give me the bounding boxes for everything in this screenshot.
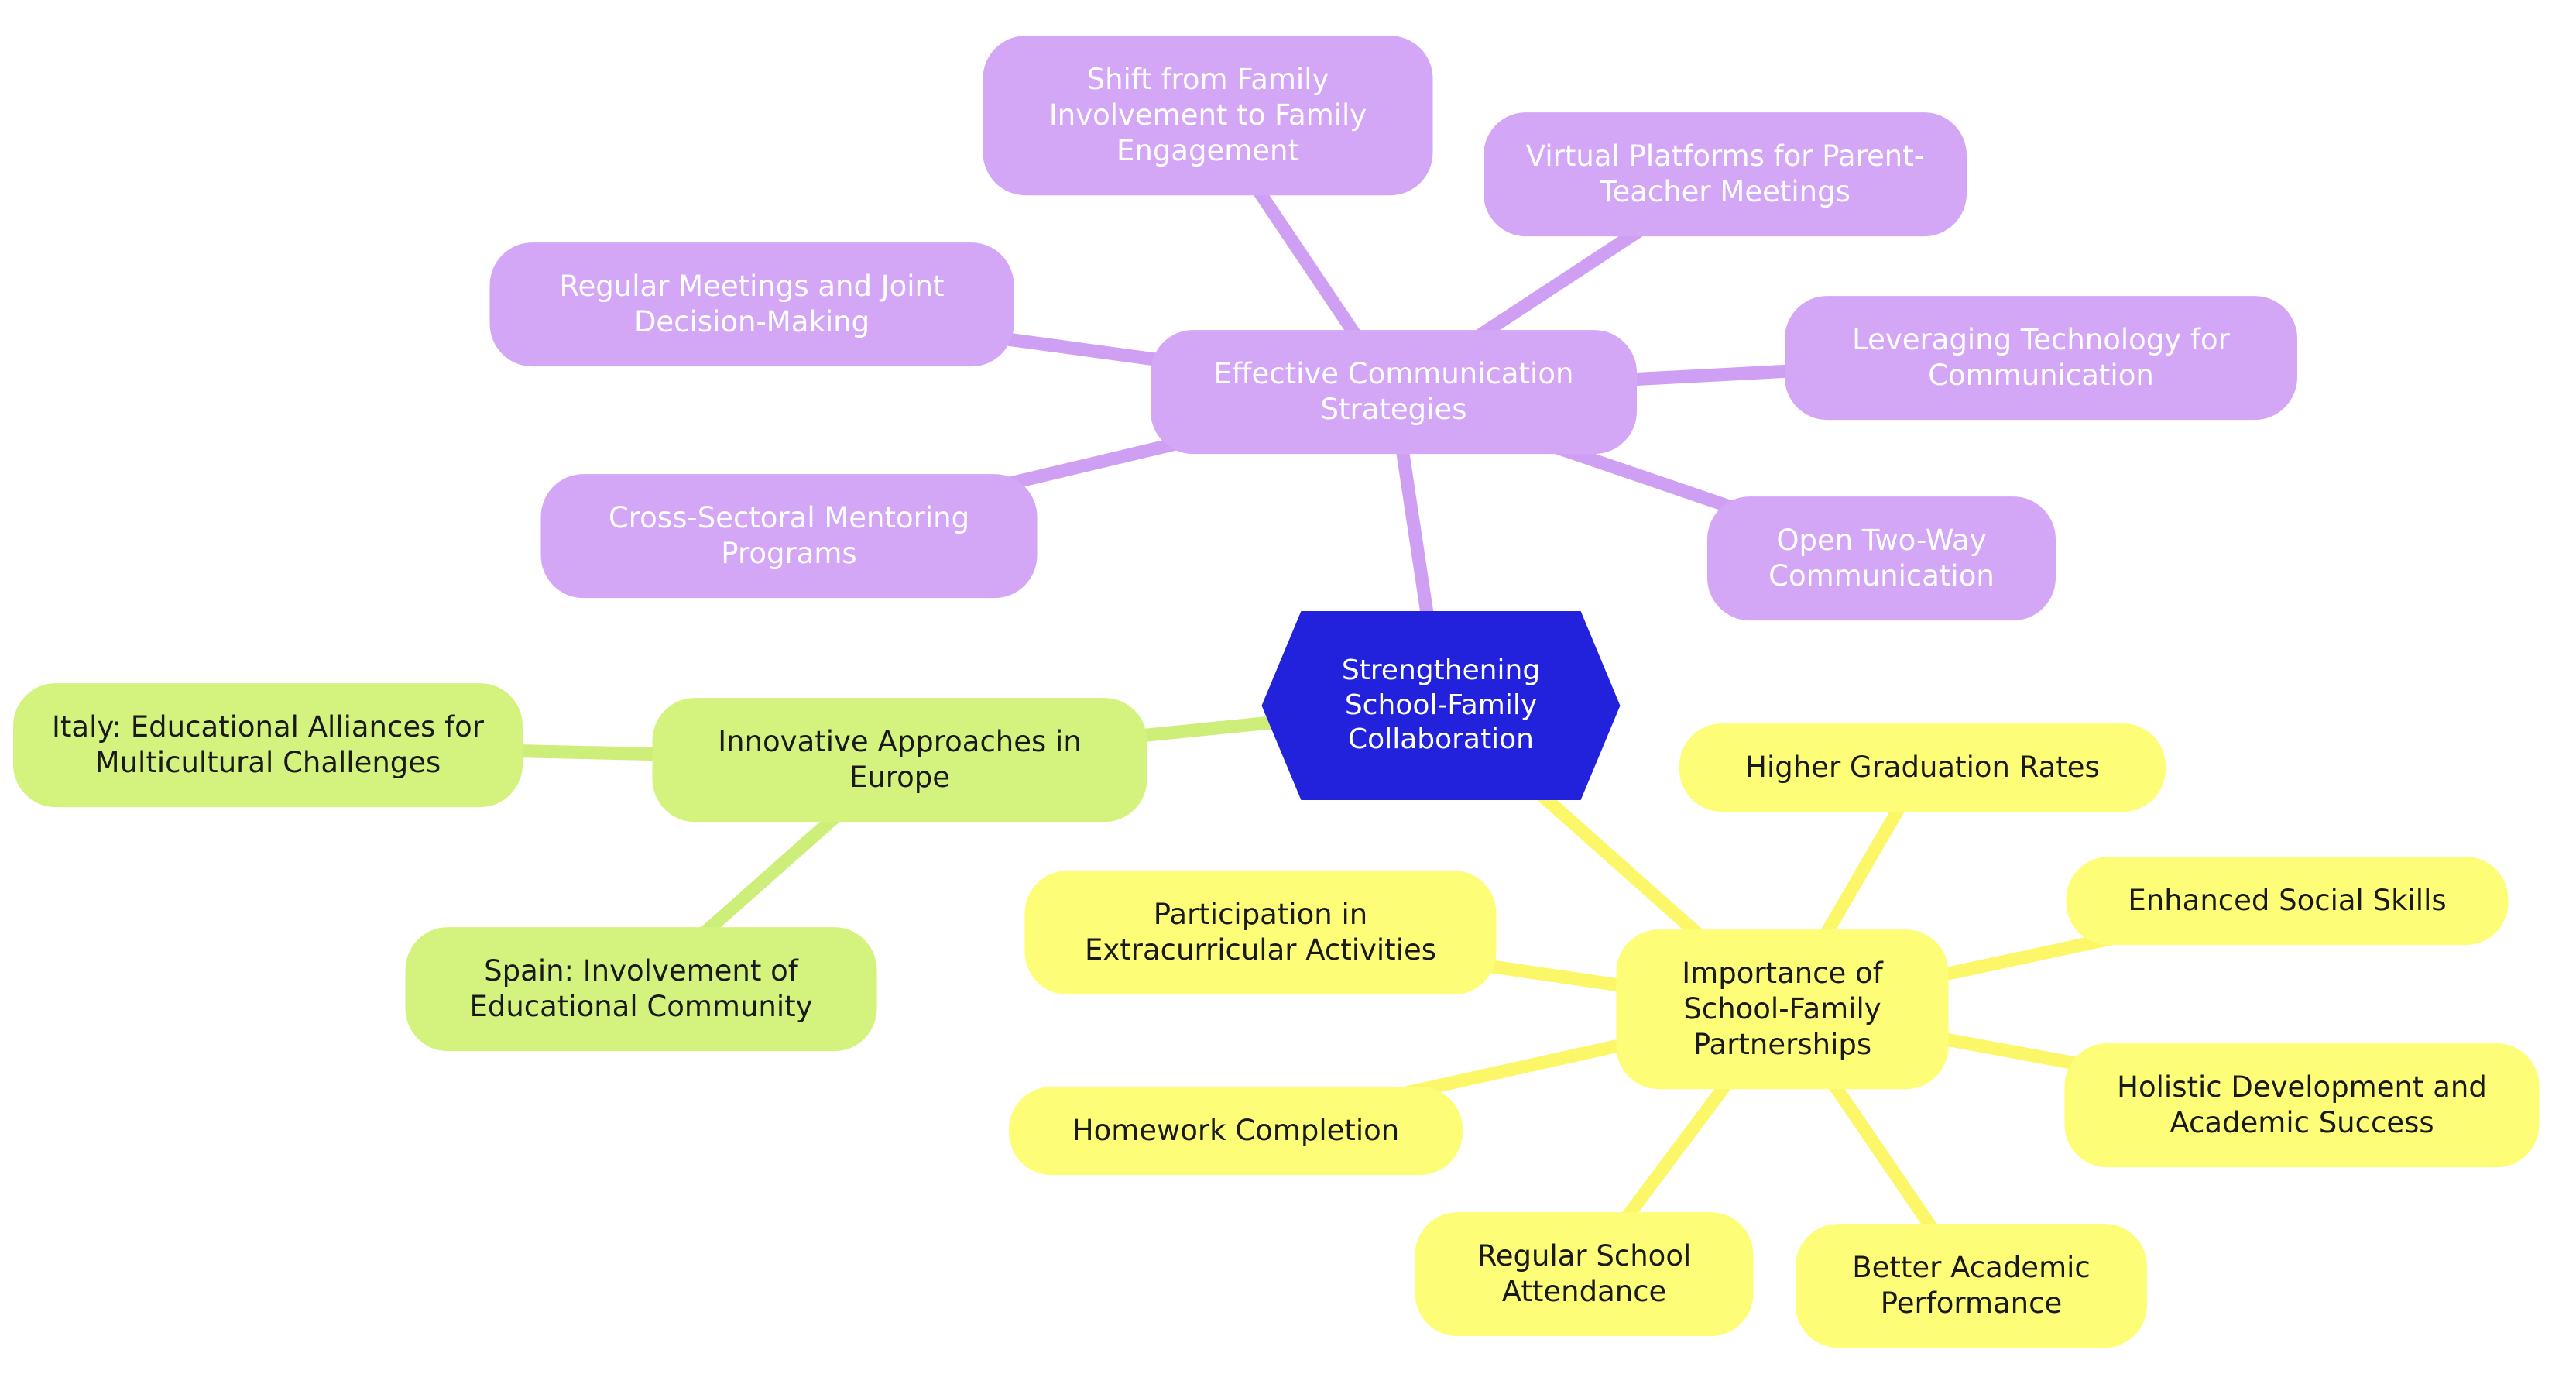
node-importance-school-family-partnerships: Importance of School-Family Partnerships [1616, 929, 1949, 1089]
node-label: Enhanced Social Skills [2128, 884, 2447, 918]
node-label: Effective Communication Strategies [1213, 357, 1574, 426]
node-better-academic-performance: Better Academic Performance [1796, 1224, 2147, 1348]
node-label: Participation in Extracurricular Activit… [1084, 898, 1437, 967]
node-innovative-approaches-in-europe: Innovative Approaches in Europe [652, 698, 1147, 822]
node-effective-communication-strategies: Effective Communication Strategies [1151, 330, 1637, 454]
node-label: Shift from Family Involvement to Family … [1048, 63, 1367, 167]
node-label: Spain: Involvement of Educational Commun… [469, 954, 813, 1023]
node-label: Innovative Approaches in Europe [718, 725, 1082, 794]
node-enhanced-social-skills: Enhanced Social Skills [2066, 857, 2509, 945]
node-label: Regular School Attendance [1477, 1239, 1692, 1308]
node-root-strengthening-school-family-collaboration: Strengthening School-Family Collaboratio… [1261, 611, 1621, 800]
node-label: Virtual Platforms for Parent-Teacher Mee… [1525, 139, 1925, 208]
node-participation-extracurricular-activities: Participation in Extracurricular Activit… [1024, 871, 1497, 994]
node-holistic-development-academic-success: Holistic Development and Academic Succes… [2064, 1043, 2540, 1167]
node-label: Open Two-Way Communication [1768, 524, 1995, 593]
node-italy-educational-alliances: Italy: Educational Alliances for Multicu… [13, 683, 523, 807]
node-label: Importance of School-Family Partnerships [1682, 957, 1883, 1061]
node-homework-completion: Homework Completion [1009, 1087, 1463, 1175]
node-label: Better Academic Performance [1852, 1251, 2091, 1320]
node-leveraging-technology-for-communication: Leveraging Technology for Communication [1785, 296, 2297, 420]
node-label: Cross-Sectoral Mentoring Programs [608, 501, 970, 570]
node-label: Italy: Educational Alliances for Multicu… [51, 710, 485, 779]
node-spain-involvement-educational-community: Spain: Involvement of Educational Commun… [405, 927, 877, 1051]
node-regular-meetings-joint-decision-making: Regular Meetings and Joint Decision-Maki… [489, 242, 1014, 366]
node-cross-sectoral-mentoring-programs: Cross-Sectoral Mentoring Programs [540, 474, 1038, 598]
node-open-two-way-communication: Open Two-Way Communication [1707, 496, 2056, 620]
node-label: Holistic Development and Academic Succes… [2117, 1070, 2487, 1139]
node-regular-school-attendance: Regular School Attendance [1415, 1212, 1754, 1336]
node-label: Homework Completion [1072, 1114, 1400, 1148]
node-shift-family-involvement-to-engagement: Shift from Family Involvement to Family … [983, 36, 1433, 195]
node-virtual-platforms-parent-teacher-meetings: Virtual Platforms for Parent-Teacher Mee… [1484, 112, 1967, 236]
node-label: Leveraging Technology for Communication [1852, 323, 2230, 392]
node-higher-graduation-rates: Higher Graduation Rates [1679, 723, 2166, 812]
node-label: Regular Meetings and Joint Decision-Maki… [559, 270, 945, 338]
node-label: Strengthening School-Family Collaboratio… [1341, 654, 1541, 756]
node-label: Higher Graduation Rates [1745, 751, 2100, 785]
